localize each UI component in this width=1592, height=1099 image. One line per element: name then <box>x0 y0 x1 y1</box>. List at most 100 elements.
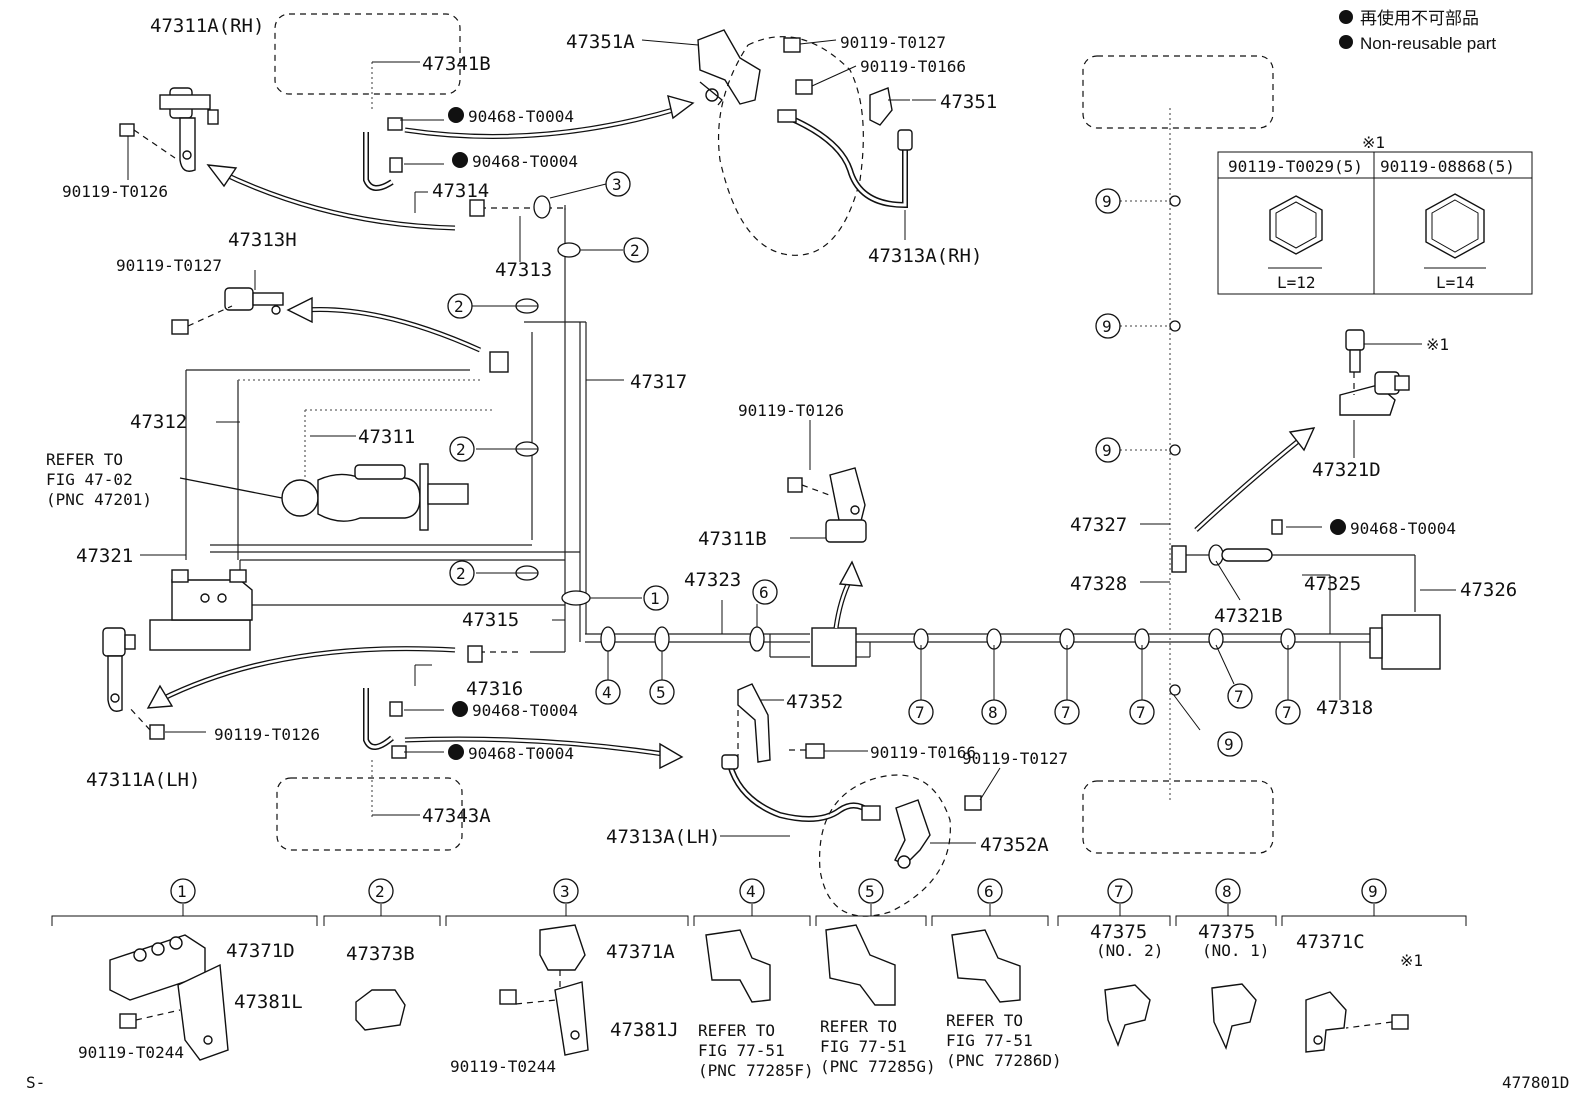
label-47321D: 47321D <box>1312 459 1381 481</box>
refer5-line2: FIG 77-51 <box>820 1037 907 1056</box>
label-47351: 47351 <box>940 91 997 113</box>
label-90468-e: 90468-T0004 <box>1350 519 1456 538</box>
callout-7: 7 <box>1282 703 1292 722</box>
label-90119-T0166-a: 90119-T0166 <box>860 57 966 76</box>
refer5-line1: REFER TO <box>820 1017 897 1036</box>
group-num-9: 9 <box>1368 882 1378 901</box>
label-90119-T0244-a: 90119-T0244 <box>78 1043 184 1062</box>
label-47318: 47318 <box>1316 697 1373 719</box>
label-47323: 47323 <box>684 569 741 591</box>
callout-9: 9 <box>1102 317 1112 336</box>
callout-8: 8 <box>988 703 998 722</box>
clip-47375-no1-icon <box>1211 983 1257 1051</box>
parts-right-cluster <box>1171 329 1441 670</box>
label-90468-a: 90468-T0004 <box>468 107 574 126</box>
label-47314: 47314 <box>432 180 489 202</box>
hex-bolt-head-icon <box>1425 193 1485 259</box>
label-47326: 47326 <box>1460 579 1517 601</box>
clamp-rings <box>515 195 1296 696</box>
clip-77285G-icon <box>825 924 896 1006</box>
label-47352: 47352 <box>786 691 843 713</box>
arrows <box>146 95 1316 770</box>
master-cylinder <box>179 463 469 531</box>
label-47351A: 47351A <box>566 31 635 53</box>
callout-7: 7 <box>1061 703 1071 722</box>
bolt-icon <box>149 724 165 740</box>
callout-6: 6 <box>759 583 769 602</box>
part-labels: 47311A(RH) 47341B 90468-T0004 90468-T000… <box>46 15 1517 856</box>
label-90119-T0127-c: 90119-T0127 <box>962 749 1068 768</box>
refer-main-line2: FIG 47-02 <box>46 470 133 489</box>
refer-main-line3: (PNC 47201) <box>46 490 152 509</box>
label-47371C-note: ※1 <box>1400 951 1423 970</box>
callout-9: 9 <box>1102 192 1112 211</box>
legend: 再使用不可部品 Non-reusable part <box>1339 8 1496 53</box>
label-47343A: 47343A <box>422 805 491 827</box>
refer4-line3: (PNC 77285F) <box>698 1061 814 1080</box>
label-47313A-rh: 47313A(RH) <box>868 245 982 267</box>
clip-47375-no2-icon <box>1104 984 1151 1047</box>
refer4-line2: FIG 77-51 <box>698 1041 785 1060</box>
bolt-icon <box>1391 1014 1409 1030</box>
label-47375-no1: 47375 <box>1198 921 1255 943</box>
hex-bolt-head-icon <box>1269 195 1323 255</box>
clamp-47371A-icon <box>539 924 586 971</box>
callout-9: 9 <box>1224 735 1234 754</box>
label-47317: 47317 <box>630 371 687 393</box>
non-reusable-dot-icon <box>1330 519 1346 535</box>
bolt-icon <box>499 989 517 1005</box>
non-reusable-dot-icon <box>448 107 464 123</box>
non-reusable-dot-icon <box>452 152 468 168</box>
label-90119-T0126-b: 90119-T0126 <box>214 725 320 744</box>
bolt-table-part-2: 90119-08868(5) <box>1380 157 1515 176</box>
label-47321: 47321 <box>76 545 133 567</box>
callout-9: 9 <box>1102 441 1112 460</box>
diagram-code: 477801D <box>1502 1073 1569 1092</box>
bolt-table-length-1: L=12 <box>1277 273 1316 292</box>
bolt-icon <box>119 123 135 137</box>
label-47381J: 47381J <box>610 1019 679 1041</box>
leader-lines <box>140 39 1456 844</box>
group-num-5: 5 <box>865 882 875 901</box>
callout-4: 4 <box>602 683 612 702</box>
label-47381L: 47381L <box>234 991 303 1013</box>
refer5-line3: (PNC 77285G) <box>820 1057 936 1076</box>
group-num-3: 3 <box>560 882 570 901</box>
label-90468-b: 90468-T0004 <box>472 152 578 171</box>
label-47375-no2: 47375 <box>1090 921 1147 943</box>
clip-77285F-icon <box>705 929 771 1003</box>
refer-main-line1: REFER TO <box>46 450 123 469</box>
tee-47313H <box>171 270 284 335</box>
bolt-icon <box>787 477 803 493</box>
bracket-47311A-rh <box>119 87 219 180</box>
label-90119-T0126-c: 90119-T0126 <box>738 401 844 420</box>
label-90119-T0127-a: 90119-T0127 <box>116 256 222 275</box>
label-47312: 47312 <box>130 411 187 433</box>
callout-1: 1 <box>650 589 660 608</box>
label-47325: 47325 <box>1304 573 1361 595</box>
legend-en: Non-reusable part <box>1360 34 1496 53</box>
non-reusable-dot-icon <box>1339 10 1353 24</box>
label-47311: 47311 <box>358 426 415 448</box>
bolt-icon <box>795 79 813 95</box>
callout-3: 3 <box>612 175 622 194</box>
pipe-fittings <box>363 62 509 820</box>
callout-7: 7 <box>1234 687 1244 706</box>
non-reusable-dot-icon <box>452 701 468 717</box>
label-47313H: 47313H <box>228 229 297 251</box>
label-47311A-rh: 47311A(RH) <box>150 15 264 37</box>
label-47352A: 47352A <box>980 834 1049 856</box>
label-47371C: 47371C <box>1296 931 1365 953</box>
label-90468-d: 90468-T0004 <box>468 744 574 763</box>
bracket-47381L-icon <box>177 963 229 1061</box>
label-90119-T0126-a: 90119-T0126 <box>62 182 168 201</box>
callout-2: 2 <box>456 440 466 459</box>
bolt-table: ※1 90119-T0029(5) 90119-08868(5) L=12 L=… <box>1217 133 1533 295</box>
label-47375-no2-sub: (NO. 2) <box>1096 941 1163 960</box>
refer6-line2: FIG 77-51 <box>946 1031 1033 1050</box>
label-90468-c: 90468-T0004 <box>472 701 578 720</box>
callout-7: 7 <box>915 703 925 722</box>
bolt-table-length-2: L=14 <box>1436 273 1475 292</box>
label-47311A-lh: 47311A(LH) <box>86 769 200 791</box>
label-47321B: 47321B <box>1214 605 1283 627</box>
